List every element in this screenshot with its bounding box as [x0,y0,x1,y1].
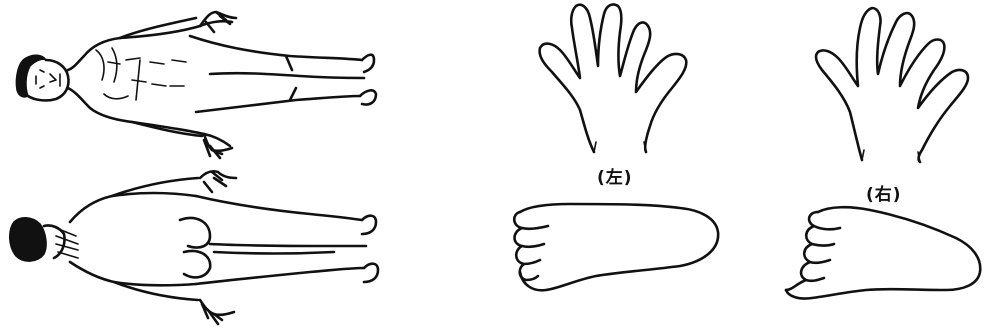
left-hand-outline [540,4,687,152]
front-lower-arm [132,122,232,158]
back-body-figure [10,171,378,324]
right-hand-outline [816,8,968,162]
right-foot-toes [786,212,840,290]
front-upper-arm [120,12,236,38]
left-label: (左) [597,163,633,188]
left-foot-toes [514,212,548,280]
right-foot-outline [786,207,980,298]
left-hand-wrist [594,142,646,152]
back-buttocks [180,218,210,277]
right-hand-wrist [862,150,920,162]
back-legs [196,196,366,284]
back-upper-arm [112,171,236,196]
front-body-figure [16,12,376,158]
back-head-hair [10,218,46,261]
front-chest-detail [96,48,186,100]
back-feet [362,216,378,282]
front-head [28,60,69,100]
front-face [36,70,60,88]
right-label: (右) [866,180,902,205]
front-head-hair [16,55,46,97]
front-legs [190,36,364,112]
back-lower-arm [114,282,234,324]
back-torso-outline [70,193,196,285]
left-foot-outline [520,204,718,290]
front-feet [360,55,376,105]
